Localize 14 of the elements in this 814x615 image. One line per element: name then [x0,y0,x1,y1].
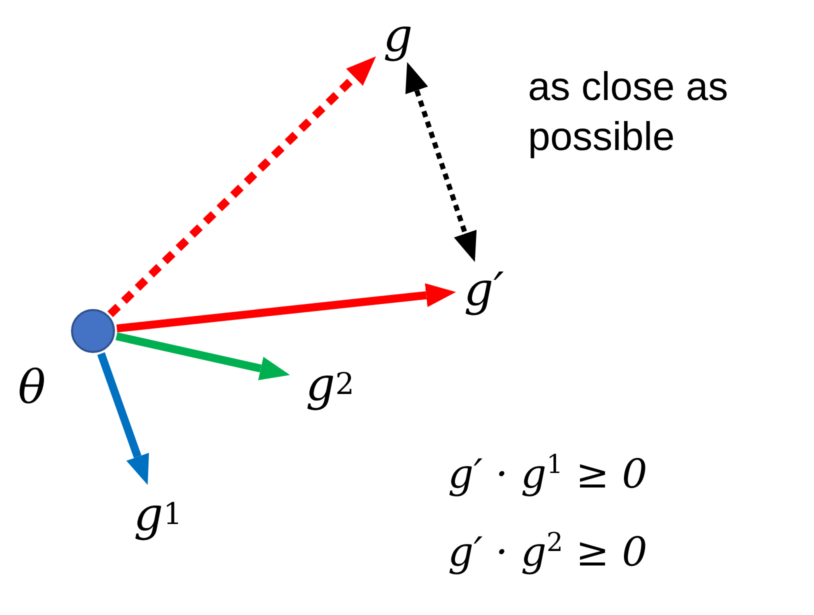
point-circle [71,309,115,353]
vector-label: g$^{2}$ [290,355,370,413]
vector-label: g′ [456,262,512,316]
arrow [107,56,376,318]
arrow [405,62,477,262]
vector-label: g$^{1}$ [122,485,194,543]
equation: g′ · g$^{1}$ ≥ 0 [448,450,648,498]
arrow [116,332,290,380]
note-text: as close as possible [528,64,730,161]
equation: g′ · g$^{2}$ ≥ 0 [448,528,648,576]
arrow [97,352,149,485]
parameter-label: θ [18,360,46,414]
arrow [116,283,456,332]
vector-label: g [376,8,420,62]
